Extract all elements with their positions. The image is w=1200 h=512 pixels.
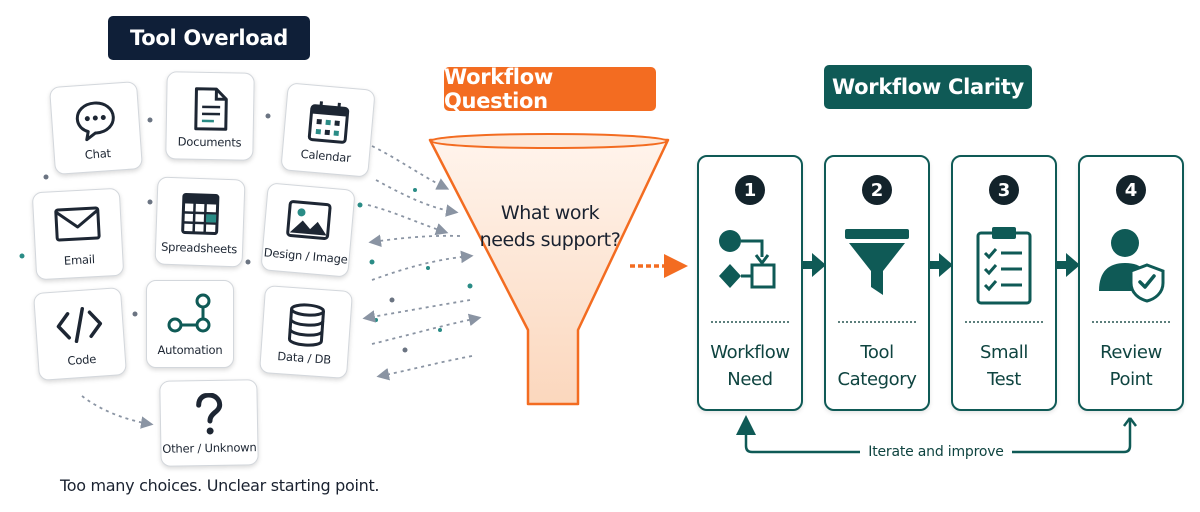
flowchart-icon [719,230,776,289]
step-number: 1 [735,175,765,205]
tool-card-data-db: Data / DB [259,285,353,379]
tool-card-design-image: Design / Image [260,182,356,278]
tool-card-spreadsheets: Spreadsheets [154,176,246,268]
tool-card-chat: Chat [49,81,143,175]
tool-overload-title: Tool Overload [108,16,310,60]
tool-label: Design / Image [263,245,349,267]
document-icon [194,87,228,131]
tool-label: Other / Unknown [162,440,257,456]
tool-label: Spreadsheets [160,239,238,257]
step-label: Workflow Need [699,339,801,393]
step-label-line1: Tool [860,342,894,363]
step-label: Tool Category [826,339,928,393]
step-number: 4 [1116,175,1146,205]
database-icon [287,303,325,347]
step-card-tool-category: 2 Tool Category [824,155,930,411]
automation-icon [167,293,211,333]
tool-card-code: Code [33,287,127,381]
step-label-line1: Small [980,342,1028,363]
spreadsheet-icon [181,192,220,236]
step-divider [711,321,789,323]
step-label-line1: Workflow [710,342,790,363]
step-label: Review Point [1080,339,1182,393]
funnel-to-steps-arrow [630,254,688,278]
tool-label: Email [63,252,96,268]
step-divider [838,321,916,323]
step-label-line2: Point [1109,369,1153,390]
tool-label: Calendar [300,146,352,166]
step-label-line2: Test [987,369,1021,390]
funnel-question-line2: needs support? [479,229,621,251]
code-icon [56,307,103,344]
envelope-icon [54,206,101,242]
funnel-question-line1: What work [500,202,600,224]
tool-card-automation: Automation [146,280,234,368]
funnel-question-text: What work needs support? [470,200,630,254]
step-divider [1092,321,1170,323]
image-icon [286,200,332,240]
question-mark-icon [196,392,223,435]
step-arrows [802,253,1080,277]
step-label: Small Test [953,339,1055,393]
workflow-clarity-title: Workflow Clarity [824,65,1032,109]
dashed-flow-arrows [81,145,482,429]
step-card-workflow-need: 1 Workflow Need [697,155,803,411]
step-label-line1: Review [1100,342,1162,363]
step-divider [965,321,1043,323]
funnel-icon [845,229,909,295]
tool-card-email: Email [31,187,125,281]
tool-card-other-unknown: Other / Unknown [159,379,259,467]
tool-label: Chat [84,146,112,162]
checklist-icon [976,227,1032,305]
step-card-small-test: 3 Small Test [951,155,1057,411]
tool-card-calendar: Calendar [280,82,376,178]
step-card-review-point: 4 Review Point [1078,155,1184,411]
tool-label: Automation [157,343,223,357]
step-label-line2: Category [837,369,917,390]
overload-caption: Too many choices. Unclear starting point… [60,476,380,495]
calendar-icon [307,101,350,144]
workflow-question-title: Workflow Question [444,65,656,113]
tool-label: Documents [177,134,242,150]
tool-label: Code [67,351,97,368]
user-shield-icon [1099,229,1165,303]
chat-bubble-icon [75,101,115,142]
step-label-line2: Need [727,369,773,390]
step-number: 3 [989,175,1019,205]
tool-card-documents: Documents [165,71,255,161]
tool-label: Data / DB [276,349,332,367]
iterate-label: Iterate and improve [860,444,1012,460]
step-number: 2 [862,175,892,205]
